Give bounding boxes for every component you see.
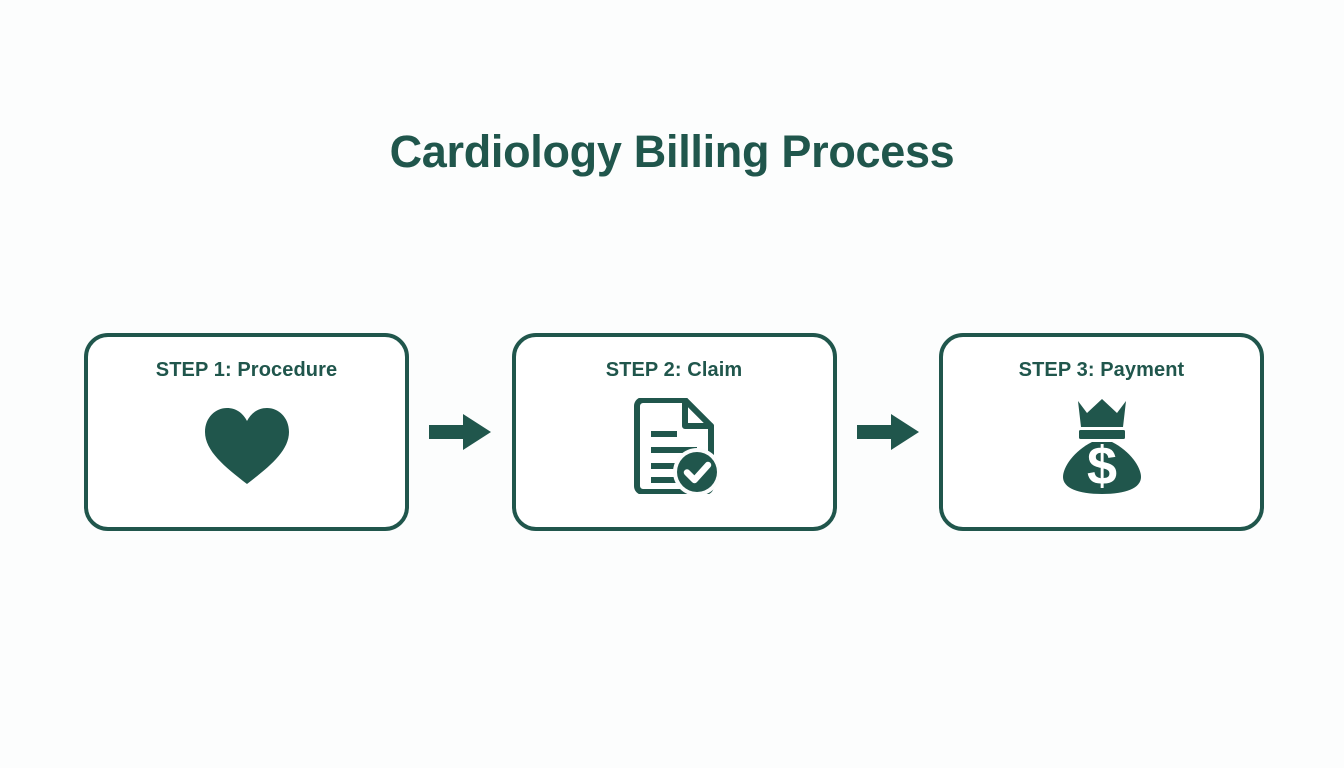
step-card-3[interactable]: STEP 3: Payment $ <box>939 333 1264 531</box>
svg-text:$: $ <box>1086 436 1116 495</box>
page-title: Cardiology Billing Process <box>389 126 955 177</box>
arrow-right-icon-2 <box>856 414 919 450</box>
document-check-icon <box>624 396 724 496</box>
step-card-2[interactable]: STEP 2: Claim <box>511 333 837 531</box>
step-card-1[interactable]: STEP 1: Procedure <box>84 333 409 531</box>
step-2-label: STEP 2: Claim <box>605 359 743 381</box>
step-3-label: STEP 3: Payment <box>1018 359 1185 381</box>
process-flow: STEP 1: Procedure STEP 2: Claim <box>84 333 1264 531</box>
heart-icon <box>197 396 297 496</box>
step-1-label: STEP 1: Procedure <box>155 359 338 381</box>
arrow-right-icon-1 <box>429 414 492 450</box>
money-bag-icon: $ <box>1052 396 1152 496</box>
